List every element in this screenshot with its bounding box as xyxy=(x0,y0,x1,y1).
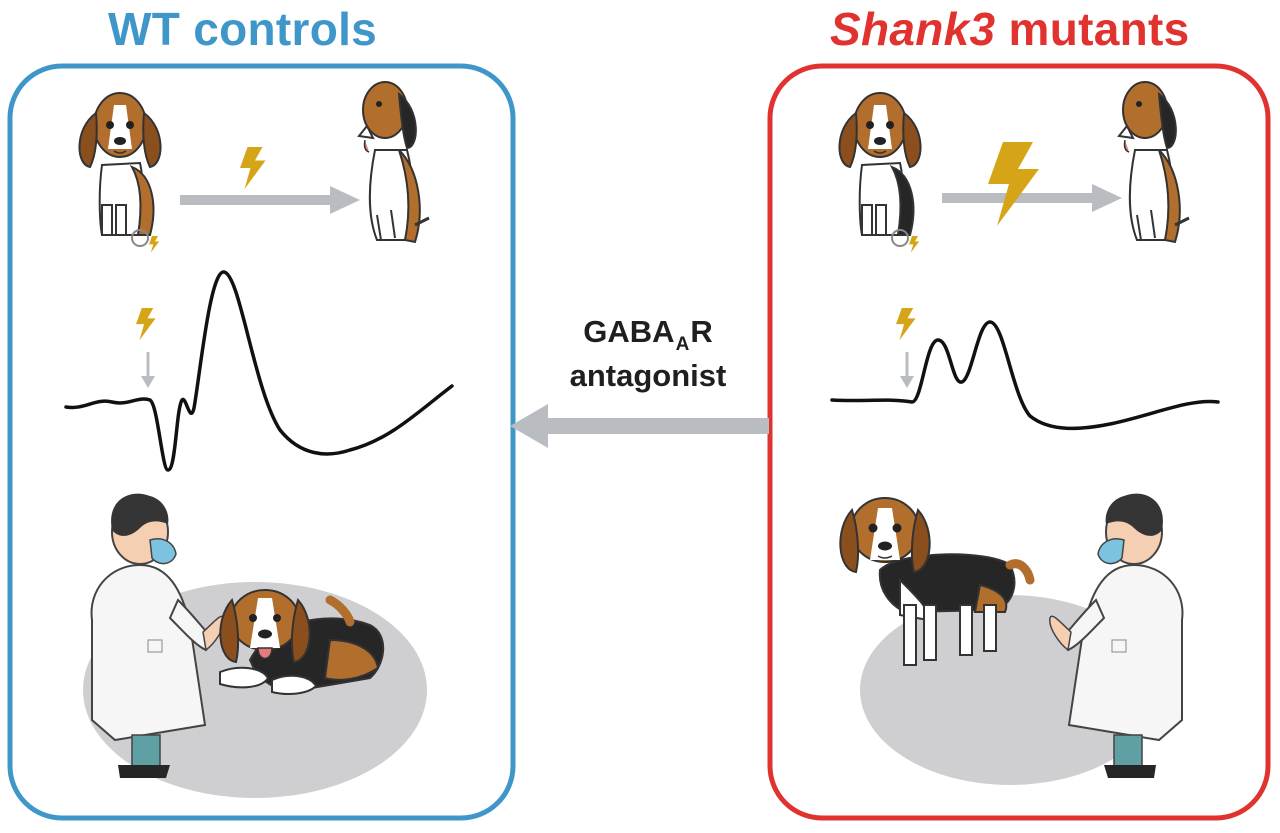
paw-stimulus-ring xyxy=(891,229,909,247)
paw-stimulus-ring xyxy=(131,229,149,247)
beagle-standing-mutant xyxy=(839,497,1035,666)
beagle-lying-wt xyxy=(219,589,385,695)
beagle-lifting-paw-mutant xyxy=(1117,81,1190,244)
shank3-mutants-title: Shank3 mutants xyxy=(830,3,1190,55)
stimulus-marker-arrow xyxy=(900,352,914,388)
wt-stimulus-arrow xyxy=(180,186,360,214)
wt-evoked-potential-trace xyxy=(64,270,454,472)
beagle-lifting-paw-wt xyxy=(357,81,430,244)
mutant-stimulus-arrow xyxy=(942,184,1122,212)
antagonist-label: antagonist xyxy=(569,358,727,393)
beagle-sitting-wt xyxy=(78,92,162,236)
treatment-arrow xyxy=(510,404,769,448)
mutant-evoked-potential-trace xyxy=(830,320,1220,431)
researcher-mutant xyxy=(1049,493,1184,778)
researcher-wt xyxy=(90,493,225,778)
gabaar-label: GABAAR xyxy=(583,314,713,355)
wt-controls-title: WT controls xyxy=(108,3,378,55)
beagle-sitting-mutant xyxy=(838,92,922,236)
stimulus-marker-arrow xyxy=(141,352,155,388)
